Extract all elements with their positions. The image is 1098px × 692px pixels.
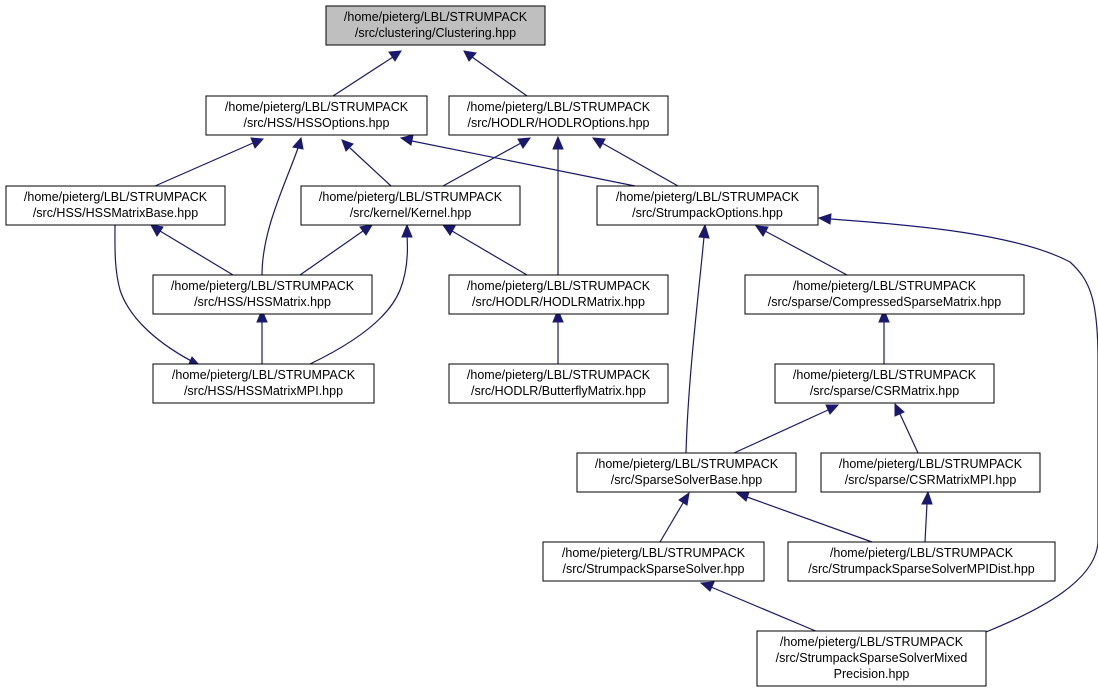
node-compressedsparsematrix[interactable]: /home/pieterg/LBL/STRUMPACK /src/sparse/…	[744, 274, 1025, 315]
node-strumpacksparsesolver-line2: /src/StrumpackSparseSolver.hpp	[562, 562, 744, 576]
node-hssmatrixbase-line2: /src/HSS/HSSMatrixBase.hpp	[33, 206, 198, 220]
node-kernel-line2: /src/kernel/Kernel.hpp	[350, 206, 472, 220]
edge-hssmatrixmpi-to-kernel	[309, 223, 413, 365]
node-strumpackoptions-line1: /home/pieterg/LBL/STRUMPACK	[616, 190, 800, 204]
node-hssmatrixbase[interactable]: /home/pieterg/LBL/STRUMPACK /src/HSS/HSS…	[5, 185, 226, 226]
node-hodlrmatrix[interactable]: /home/pieterg/LBL/STRUMPACK /src/HODLR/H…	[448, 274, 669, 315]
edge-hssmatrix-to-hssmatrixbase	[150, 224, 234, 276]
node-hssmatrixbase-line1: /home/pieterg/LBL/STRUMPACK	[24, 190, 208, 204]
node-compressedsparsematrix-line2: /src/sparse/CompressedSparseMatrix.hpp	[768, 295, 1001, 309]
edge-hssmatrix-to-kernel	[299, 224, 373, 276]
edge-strumpackoptions-to-hssoptions	[399, 134, 636, 187]
node-csrmatrix-line1: /home/pieterg/LBL/STRUMPACK	[793, 368, 977, 382]
node-hssmatrixmpi-line2: /src/HSS/HSSMatrixMPI.hpp	[184, 384, 343, 398]
node-sparsesolverbase-line1: /home/pieterg/LBL/STRUMPACK	[595, 457, 779, 471]
edge-strumpacksparsesolvermixed-to-strumpacksparsesolver	[699, 581, 819, 633]
node-strumpackoptions-line2: /src/StrumpackOptions.hpp	[632, 206, 783, 220]
node-strumpackoptions[interactable]: /home/pieterg/LBL/STRUMPACK /src/Strumpa…	[596, 185, 819, 226]
node-csrmatrixmpi-line2: /src/sparse/CSRMatrixMPI.hpp	[845, 473, 1017, 487]
edge-sparsesolverbase-to-strumpackoptions	[685, 223, 710, 454]
node-hodlroptions[interactable]: /home/pieterg/LBL/STRUMPACK /src/HODLR/H…	[448, 95, 669, 136]
edge-sparsesolverbase-to-csrmatrix	[733, 404, 840, 454]
edge-hssmatrixmpi-to-hssmatrix	[256, 308, 268, 364]
node-csrmatrix-line2: /src/sparse/CSRMatrix.hpp	[810, 384, 959, 398]
edge-kernel-to-hodlroptions	[442, 137, 532, 187]
node-sparsesolverbase[interactable]: /home/pieterg/LBL/STRUMPACK /src/SparseS…	[576, 452, 797, 493]
node-compressedsparsematrix-line1: /home/pieterg/LBL/STRUMPACK	[793, 279, 977, 293]
node-hssmatrix-line1: /home/pieterg/LBL/STRUMPACK	[171, 279, 355, 293]
node-butterflymatrix[interactable]: /home/pieterg/LBL/STRUMPACK /src/HODLR/B…	[448, 363, 669, 404]
edge-butterflymatrix-to-hodlrmatrix	[552, 308, 564, 364]
node-butterflymatrix-line1: /home/pieterg/LBL/STRUMPACK	[467, 368, 651, 382]
node-strumpacksparsesolvermpidist-line1: /home/pieterg/LBL/STRUMPACK	[830, 546, 1014, 560]
node-hssoptions[interactable]: /home/pieterg/LBL/STRUMPACK /src/HSS/HSS…	[205, 95, 428, 136]
node-hodlroptions-line1: /home/pieterg/LBL/STRUMPACK	[467, 100, 651, 114]
node-clustering[interactable]: /home/pieterg/LBL/STRUMPACK /src/cluster…	[325, 5, 546, 46]
edge-csrmatrixmpi-to-csrmatrix	[894, 402, 919, 454]
node-hssmatrixmpi[interactable]: /home/pieterg/LBL/STRUMPACK /src/HSS/HSS…	[152, 363, 375, 404]
edge-strumpacksparsesolvermixed-to-strumpackoptions	[817, 213, 1098, 633]
edge-compressedsparsematrix-to-strumpackoptions	[754, 225, 848, 276]
node-clustering-line1: /home/pieterg/LBL/STRUMPACK	[344, 10, 528, 24]
edge-hodlrmatrix-to-kernel	[441, 224, 528, 276]
edge-hodlroptions-to-clustering	[463, 50, 528, 97]
node-hssoptions-line1: /home/pieterg/LBL/STRUMPACK	[225, 100, 409, 114]
node-hodlroptions-line2: /src/HODLR/HODLROptions.hpp	[467, 116, 649, 130]
edge-hodlrmatrix-to-hodlroptions	[552, 135, 564, 275]
node-hssmatrix[interactable]: /home/pieterg/LBL/STRUMPACK /src/HSS/HSS…	[152, 274, 373, 315]
node-hssmatrix-line2: /src/HSS/HSSMatrix.hpp	[194, 295, 331, 309]
node-hssoptions-line2: /src/HSS/HSSOptions.hpp	[244, 116, 390, 130]
node-strumpacksparsesolvermpidist-line2: /src/StrumpackSparseSolverMPIDist.hpp	[808, 562, 1035, 576]
node-strumpacksparsesolver[interactable]: /home/pieterg/LBL/STRUMPACK /src/Strumpa…	[542, 541, 765, 582]
edge-csrmatrix-to-compressedsparsematrix	[878, 308, 890, 364]
node-strumpacksparsesolvermixed[interactable]: /home/pieterg/LBL/STRUMPACK /src/Strumpa…	[756, 630, 987, 687]
edge-hssmatrix-to-hssoptions	[261, 136, 304, 276]
node-hssmatrixmpi-line1: /home/pieterg/LBL/STRUMPACK	[172, 368, 356, 382]
edge-hssmatrixbase-to-hssoptions	[154, 137, 265, 187]
node-strumpacksparsesolver-line1: /home/pieterg/LBL/STRUMPACK	[562, 546, 746, 560]
edge-kernel-to-hssoptions	[341, 139, 392, 187]
node-strumpacksparsesolvermixed-line3: Precision.hpp	[834, 667, 910, 681]
node-strumpacksparsesolvermpidist[interactable]: /home/pieterg/LBL/STRUMPACK /src/Strumpa…	[787, 541, 1056, 582]
edge-hssoptions-to-clustering	[332, 50, 402, 97]
node-csrmatrix[interactable]: /home/pieterg/LBL/STRUMPACK /src/sparse/…	[774, 363, 995, 404]
node-csrmatrixmpi[interactable]: /home/pieterg/LBL/STRUMPACK /src/sparse/…	[820, 452, 1041, 493]
node-sparsesolverbase-line2: /src/SparseSolverBase.hpp	[611, 473, 763, 487]
node-clustering-line2: /src/clustering/Clustering.hpp	[355, 26, 516, 40]
node-csrmatrixmpi-line1: /home/pieterg/LBL/STRUMPACK	[839, 457, 1023, 471]
edge-strumpacksparsesolvermpidist-to-csrmatrixmpi	[921, 490, 933, 543]
edge-strumpacksparsesolvermpidist-to-sparsesolverbase	[735, 491, 873, 543]
node-strumpacksparsesolvermixed-line1: /home/pieterg/LBL/STRUMPACK	[780, 635, 964, 649]
edge-strumpacksparsesolver-to-sparsesolverbase	[659, 491, 690, 543]
node-hodlrmatrix-line1: /home/pieterg/LBL/STRUMPACK	[467, 279, 651, 293]
node-hodlrmatrix-line2: /src/HODLR/HODLRMatrix.hpp	[472, 295, 645, 309]
node-butterflymatrix-line2: /src/HODLR/ButterflyMatrix.hpp	[471, 384, 646, 398]
node-strumpacksparsesolvermixed-line2: /src/StrumpackSparseSolverMixed	[776, 651, 968, 665]
edge-strumpackoptions-to-hodlroptions	[591, 137, 679, 187]
node-kernel-line1: /home/pieterg/LBL/STRUMPACK	[319, 190, 503, 204]
node-kernel[interactable]: /home/pieterg/LBL/STRUMPACK /src/kernel/…	[300, 185, 521, 226]
